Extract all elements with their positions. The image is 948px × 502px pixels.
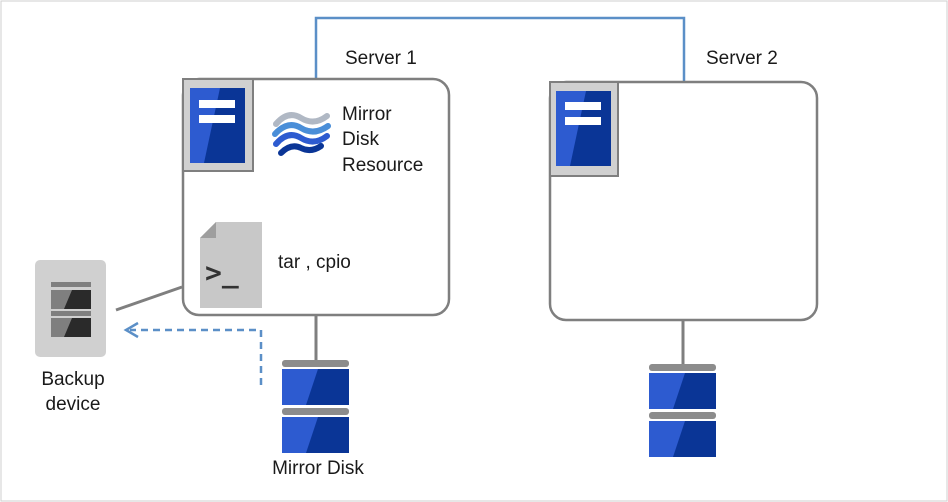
backup-label-line2: device xyxy=(46,394,101,415)
backup-device-icon xyxy=(35,260,106,357)
disk-icon xyxy=(649,364,716,457)
server2-title: Server 2 xyxy=(706,48,778,69)
server-icon xyxy=(549,81,619,177)
disk-icon xyxy=(282,360,349,453)
backup-arrow xyxy=(123,321,263,385)
script-prompt: >_ xyxy=(205,256,239,289)
backup-connector xyxy=(115,285,183,312)
mirror-disk-label: Mirror Disk xyxy=(272,458,364,479)
resource-label-line1: Mirror xyxy=(342,104,392,125)
resource-label-line2: Disk xyxy=(342,129,379,150)
script-label: tar , cpio xyxy=(278,252,351,273)
resource-label-line3: Resource xyxy=(342,155,423,176)
server-icon xyxy=(182,78,254,172)
network-line xyxy=(314,16,686,82)
script-file-icon: >_ xyxy=(200,222,262,308)
backup-label-line1: Backup xyxy=(41,369,104,390)
mirror-disk-resource-icon xyxy=(272,107,331,161)
server1-title: Server 1 xyxy=(345,48,417,69)
